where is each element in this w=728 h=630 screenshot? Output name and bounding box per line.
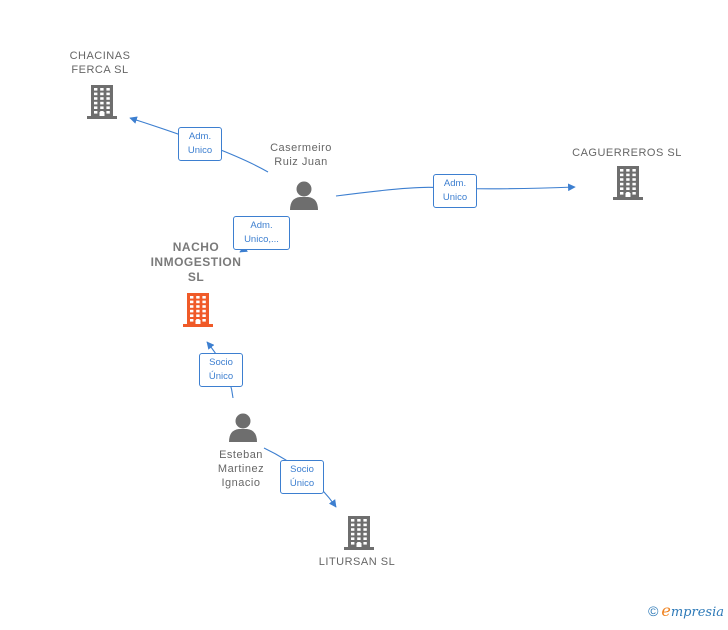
node-label-chacinas[interactable]: CHACINAS FERCA SL (69, 50, 131, 76)
edge-label-casermeiro-to-caguerreros[interactable]: Adm. Unico (433, 174, 477, 208)
node-label-caguerreros[interactable]: CAGUERREROS SL (572, 147, 682, 159)
node-label-litursan[interactable]: LITURSAN SL (318, 556, 396, 568)
empresia-logo-text: mpresia (670, 605, 724, 620)
node-label-casermeiro[interactable]: Casermeiro Ruiz Juan (270, 142, 332, 168)
building-icon-litursan[interactable] (344, 516, 374, 550)
building-icon-caguerreros[interactable] (613, 166, 643, 200)
person-icon-casermeiro[interactable] (290, 181, 318, 211)
building-icon-nacho[interactable] (183, 293, 213, 327)
empresia-logo-e: e (661, 601, 671, 620)
empresia-watermark[interactable]: ©empresia (648, 601, 724, 620)
copyright-icon: © (648, 603, 659, 619)
node-label-nacho[interactable]: NACHO INMOGESTION SL (150, 240, 242, 284)
person-icon-esteban[interactable] (229, 413, 257, 443)
edge-label-casermeiro-to-nacho[interactable]: Adm. Unico,... (233, 216, 290, 250)
node-label-esteban[interactable]: Esteban Martinez Ignacio (217, 449, 265, 489)
edge-label-esteban-to-nacho[interactable]: Socio Único (199, 353, 243, 387)
edge-label-casermeiro-to-chacinas[interactable]: Adm. Unico (178, 127, 222, 161)
building-icon-chacinas[interactable] (87, 85, 117, 119)
edge-label-esteban-to-litursan[interactable]: Socio Único (280, 460, 324, 494)
